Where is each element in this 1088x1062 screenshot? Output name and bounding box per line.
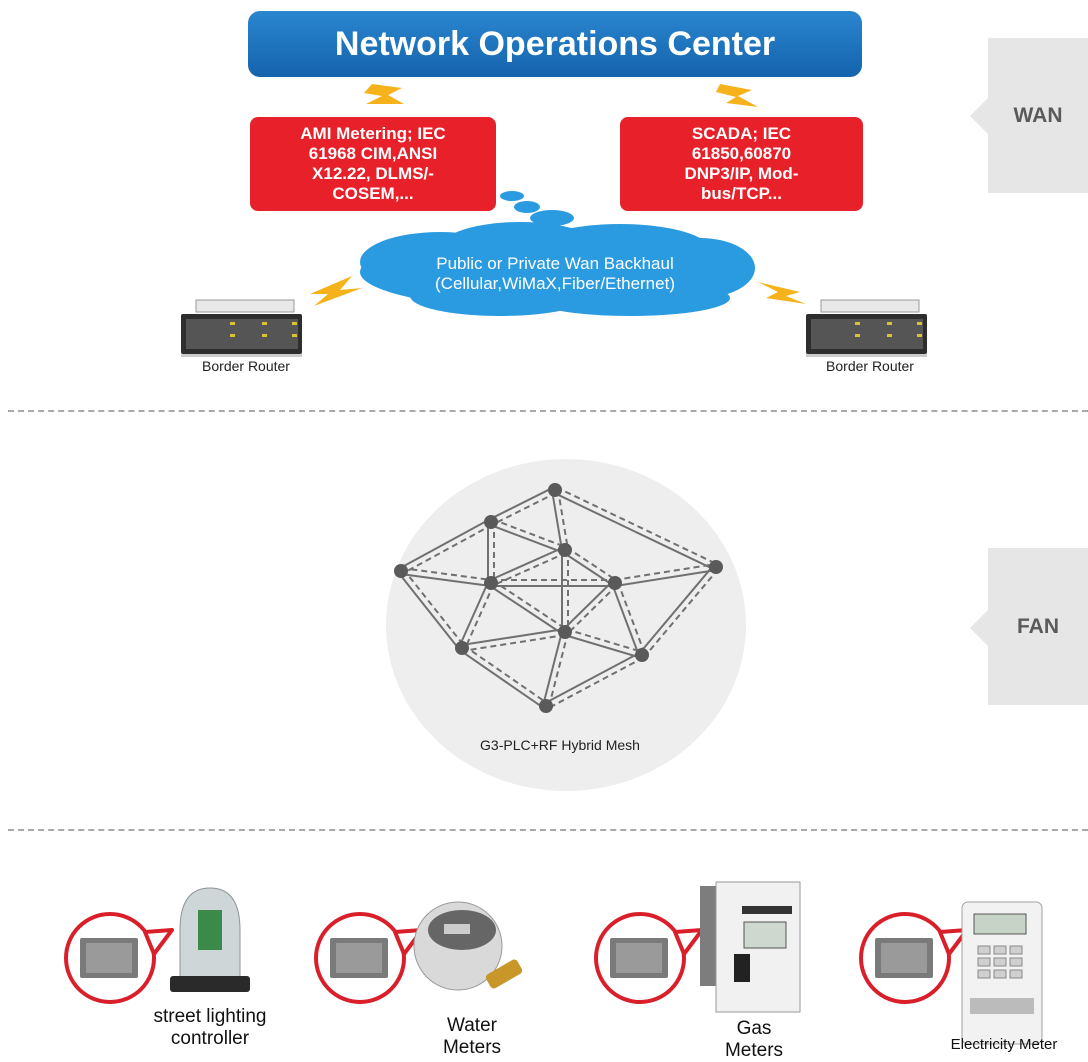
mesh-link-dashed [566, 584, 618, 635]
cloud-line-1: Public or Private Wan Backhaul [436, 254, 674, 273]
mesh-link-solid [458, 581, 490, 648]
cloud-bubble [514, 201, 540, 213]
border-router-left-label: Border Router [202, 358, 290, 374]
mesh-label: G3-PLC+RF Hybrid Mesh [480, 737, 640, 753]
mesh-link-dashed [401, 523, 493, 575]
street-light-controller-icon [170, 887, 250, 992]
module-bubble-1 [64, 912, 174, 1004]
mesh-node [558, 625, 572, 639]
mesh-link-dashed [565, 628, 644, 654]
mesh-link-solid [489, 546, 565, 582]
mesh-node [394, 564, 408, 578]
mesh-link-solid [399, 518, 491, 570]
wan-tag: WAN [988, 38, 1088, 193]
mesh-link-dashed [643, 568, 720, 658]
mesh-link-solid [562, 580, 614, 631]
cloud-bubble [500, 191, 524, 201]
mesh-link-solid [461, 628, 565, 647]
module-bubble-4 [859, 912, 969, 1004]
mesh-link-solid [611, 583, 641, 657]
lightning-icon [716, 84, 758, 107]
mesh-link-dashed [491, 491, 557, 526]
border-router-right-label: Border Router [826, 358, 914, 374]
mesh-node [484, 576, 498, 590]
noc-title: Network Operations Center [334, 24, 776, 63]
mesh-link-solid [489, 486, 555, 521]
wan-tag-label: WAN [1013, 103, 1063, 127]
lightning-icon [310, 276, 362, 306]
mesh-link-dashed [492, 579, 568, 631]
mesh-link-dashed [402, 568, 466, 647]
fan-tag-arrow [970, 610, 988, 646]
border-router-right-icon [806, 299, 927, 357]
border-router-left-icon [181, 299, 302, 357]
mesh-link-solid [563, 633, 642, 659]
fan-tag: FAN [988, 548, 1088, 705]
device-label-electricity-meter: Electricity Meter [950, 1036, 1058, 1053]
fan-tag-label: FAN [1017, 614, 1059, 638]
device-label-water-meters: Water Meters [442, 1015, 502, 1058]
mesh-link-dashed [556, 489, 569, 550]
mesh-link-solid [544, 651, 642, 705]
mesh-link-solid [551, 490, 564, 551]
cloud-bubble [530, 210, 574, 226]
mesh-link-solid [459, 649, 545, 710]
mesh-link-dashed [614, 563, 716, 582]
mesh-link-dashed [463, 644, 549, 705]
mesh-link-dashed [547, 632, 569, 707]
mesh-link-solid [397, 572, 461, 651]
mesh-link-dashed [491, 518, 567, 549]
mesh-node [539, 699, 553, 713]
mesh-link-dashed [491, 551, 567, 587]
mesh-link-solid [615, 568, 717, 587]
mesh-node [608, 576, 622, 590]
cloud-line-2: (Cellular,WiMaX,Fiber/Ethernet) [435, 274, 675, 293]
noc-banner: Network Operations Center [248, 11, 862, 77]
module-bubble-2 [314, 912, 424, 1004]
mesh-link-dashed [462, 633, 566, 652]
mesh-link-solid [542, 631, 564, 706]
mesh-node [635, 648, 649, 662]
separator-fan-devices [8, 829, 1088, 831]
wan-graphics [181, 84, 927, 357]
ami-metering-box: AMI Metering; IEC 61968 CIM,ANSI X12.22,… [250, 117, 496, 211]
separator-wan-fan [8, 410, 1088, 412]
wan-cloud-icon [360, 222, 755, 316]
mesh-link-solid [489, 523, 565, 554]
mesh-link-dashed [546, 656, 644, 710]
mesh-node [548, 483, 562, 497]
electricity-meter-icon [961, 901, 1043, 1045]
mesh-link-solid [488, 584, 564, 636]
gas-meter-icon [700, 881, 801, 1013]
mesh-node [558, 543, 572, 557]
mesh-link-solid [400, 572, 491, 587]
device-label-street-lighting: street lighting controller [153, 1006, 267, 1049]
cloud-label: Public or Private Wan Backhaul (Cellular… [390, 254, 720, 294]
lightning-icon [758, 282, 806, 304]
water-meter-icon [413, 901, 523, 991]
mesh-network-diagram [386, 459, 746, 791]
mesh-node [709, 560, 723, 574]
mesh-link-solid [638, 564, 715, 654]
device-label-gas-meters: Gas Meters [724, 1018, 784, 1061]
mesh-node [455, 641, 469, 655]
wan-tag-arrow [970, 98, 988, 134]
mesh-link-dashed [463, 583, 495, 650]
mesh-link-solid [553, 491, 716, 571]
devices-graphics [64, 881, 1043, 1045]
mesh-link-dashed [401, 567, 492, 582]
module-bubble-3 [594, 912, 704, 1004]
scada-box: SCADA; IEC 61850,60870 DNP3/IP, Mod- bus… [620, 117, 863, 211]
mesh-node [484, 515, 498, 529]
lightning-icon [364, 84, 404, 104]
mesh-link-dashed [616, 581, 646, 655]
